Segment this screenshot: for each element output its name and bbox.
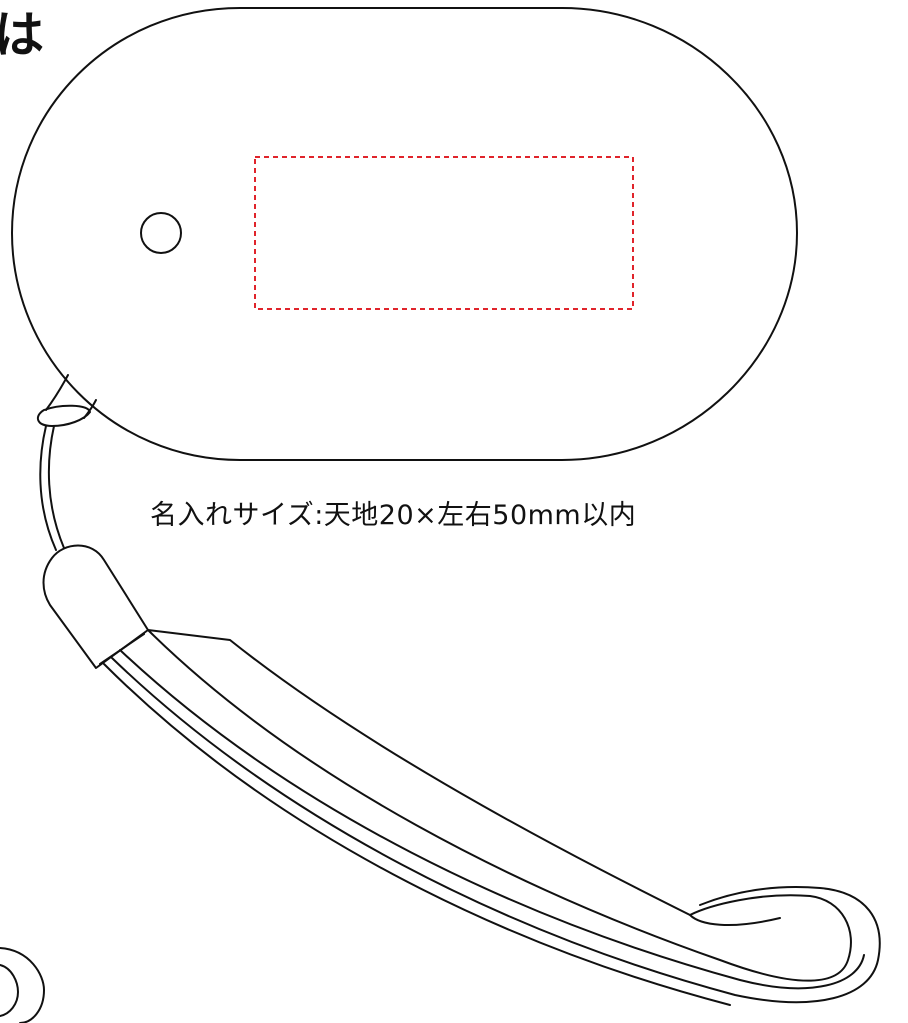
strap-loop-knot <box>36 404 91 427</box>
strap-fold-line <box>689 914 781 927</box>
strap-inner-line-1 <box>119 649 865 990</box>
strap-attachment-left <box>45 374 69 411</box>
cord-cap <box>42 544 149 669</box>
print-area-box <box>254 156 634 310</box>
strap-inner-line-3 <box>103 663 731 1006</box>
strap-outer-band <box>147 629 852 982</box>
second-item-outer-ring <box>0 947 45 1023</box>
tag-body-outline <box>11 7 798 461</box>
cord-line-outer <box>39 425 57 551</box>
tag-hole <box>140 212 182 254</box>
second-item-inner-ring <box>0 964 19 1017</box>
strap-inner-line-2 <box>111 657 881 1004</box>
cropped-heading-glyph: は <box>0 6 44 64</box>
cord-cap-rim <box>99 633 145 665</box>
cord-line-inner <box>47 425 65 549</box>
imprint-size-caption: 名入れサイズ:天地20×左右50mm以内 <box>150 500 637 531</box>
